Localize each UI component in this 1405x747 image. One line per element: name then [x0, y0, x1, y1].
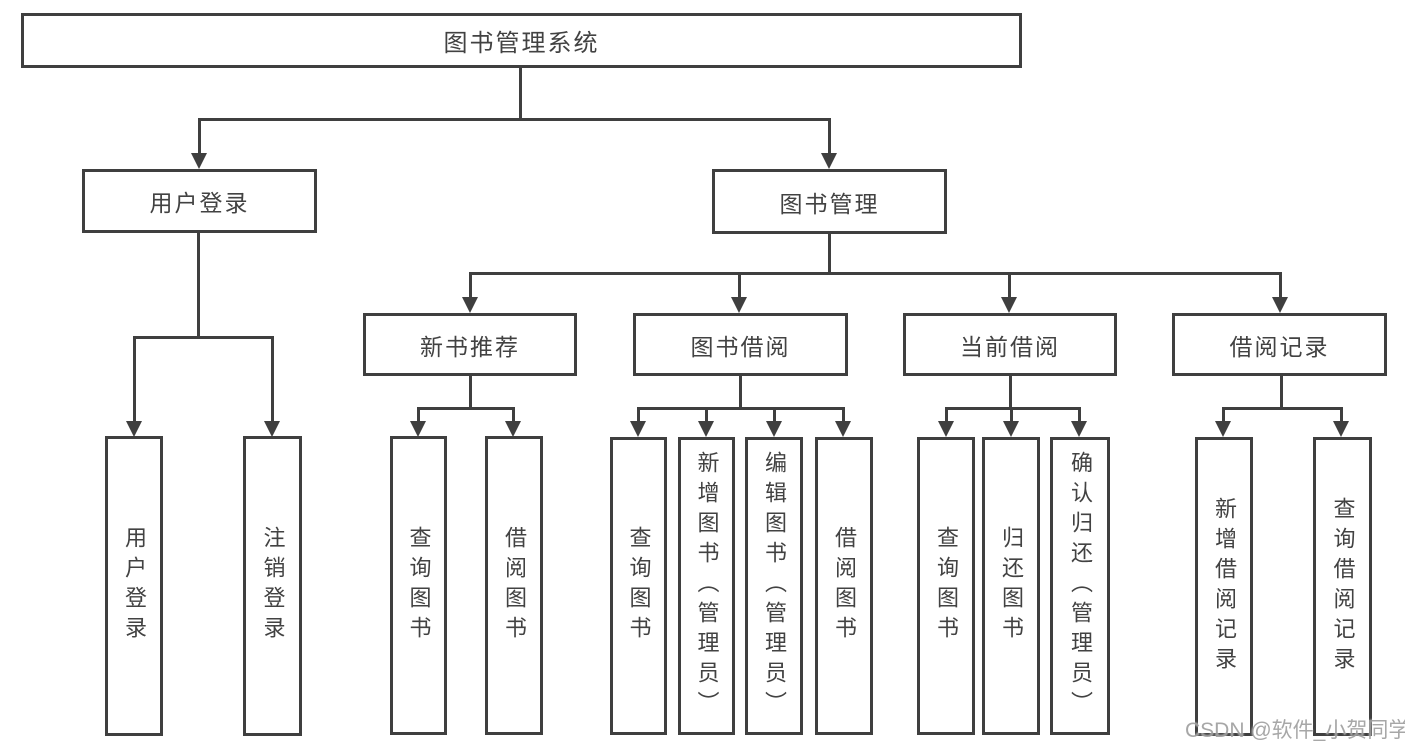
connector-line [637, 407, 640, 423]
leaf-query-books-1: 查询图书 [390, 436, 447, 735]
node-root: 图书管理系统 [21, 13, 1022, 68]
connector-line [1010, 407, 1013, 423]
connector-line [198, 118, 201, 156]
connector-line [637, 407, 844, 410]
watermark: CSDN @软件_小贺同学 [1185, 719, 1405, 742]
arrow-down-icon [698, 421, 714, 437]
connector-line [133, 336, 136, 423]
arrow-down-icon [731, 297, 747, 313]
connector-line [738, 272, 741, 299]
leaf-query-books-2: 查询图书 [610, 437, 667, 735]
connector-line [133, 336, 272, 339]
connector-line [1008, 272, 1011, 299]
connector-line [469, 272, 472, 299]
arrow-down-icon [1272, 297, 1288, 313]
connector-line [1009, 376, 1012, 409]
leaf-query-books-3: 查询图书 [917, 437, 975, 735]
arrow-down-icon [1001, 297, 1017, 313]
connector-line [271, 336, 274, 423]
connector-line [469, 376, 472, 409]
leaf-user-login: 用户登录 [105, 436, 163, 736]
node-user-login: 用户登录 [82, 169, 317, 233]
node-book-borrow: 图书借阅 [633, 313, 848, 376]
arrow-down-icon [505, 421, 521, 437]
arrow-down-icon [410, 421, 426, 437]
leaf-logout: 注销登录 [243, 436, 302, 736]
connector-line [945, 407, 948, 423]
leaf-return-books: 归还图书 [982, 437, 1040, 735]
connector-line [1340, 407, 1343, 423]
connector-line [197, 233, 200, 337]
node-book-management: 图书管理 [712, 169, 947, 234]
connector-line [1222, 407, 1342, 410]
connector-line [739, 376, 742, 409]
leaf-edit-books-admin: 编辑图书（管理员） [745, 437, 803, 735]
arrow-down-icon [821, 153, 837, 169]
leaf-add-books-admin: 新增图书（管理员） [678, 437, 735, 735]
connector-line [198, 118, 830, 121]
connector-line [469, 272, 1282, 275]
connector-line [828, 234, 831, 274]
leaf-add-borrow-record: 新增借阅记录 [1195, 437, 1253, 736]
arrow-down-icon [938, 421, 954, 437]
arrow-down-icon [1003, 421, 1019, 437]
connector-line [1222, 407, 1225, 423]
leaf-borrow-books-2: 借阅图书 [815, 437, 873, 735]
leaf-confirm-return-admin: 确认归还（管理员） [1050, 437, 1110, 735]
connector-line [842, 407, 845, 423]
arrow-down-icon [264, 421, 280, 437]
connector-line [1280, 376, 1283, 409]
connector-line [417, 407, 515, 410]
connector-line [828, 118, 831, 156]
arrow-down-icon [1215, 421, 1231, 437]
connector-line [1279, 272, 1282, 299]
connector-line [519, 67, 522, 119]
connector-line [1078, 407, 1081, 423]
arrow-down-icon [462, 297, 478, 313]
arrow-down-icon [1071, 421, 1087, 437]
arrow-down-icon [835, 421, 851, 437]
node-borrow-record: 借阅记录 [1172, 313, 1387, 376]
arrow-down-icon [630, 421, 646, 437]
arrow-down-icon [766, 421, 782, 437]
connector-line [512, 407, 515, 423]
arrow-down-icon [126, 421, 142, 437]
leaf-query-borrow-record: 查询借阅记录 [1313, 437, 1372, 736]
arrow-down-icon [191, 153, 207, 169]
connector-line [773, 407, 776, 423]
arrow-down-icon [1333, 421, 1349, 437]
connector-line [705, 407, 708, 423]
leaf-borrow-books-1: 借阅图书 [485, 436, 543, 735]
connector-line [417, 407, 420, 423]
node-new-book-recommend: 新书推荐 [363, 313, 577, 376]
node-current-borrow: 当前借阅 [903, 313, 1117, 376]
